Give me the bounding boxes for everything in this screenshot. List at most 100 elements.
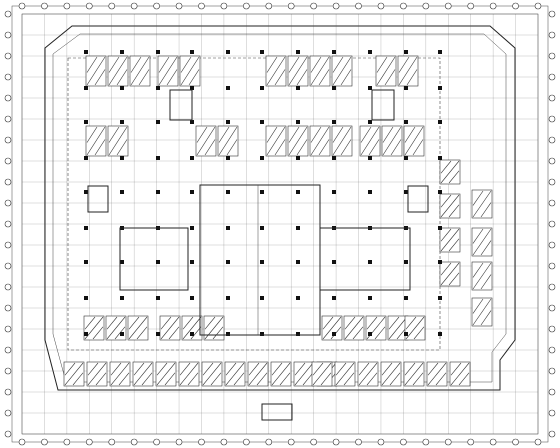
axis-marker-bottom	[63, 438, 71, 446]
parking-bay-hatch	[376, 56, 388, 73]
column	[438, 190, 442, 194]
column	[438, 120, 442, 124]
parking-bay-hatch	[366, 316, 378, 330]
axis-marker-left	[4, 325, 12, 333]
axis-marker-right	[548, 220, 556, 228]
column	[296, 86, 300, 90]
parking-bay-hatch	[160, 316, 180, 340]
parking-bay-hatch	[358, 362, 370, 376]
column	[84, 332, 88, 336]
column	[368, 190, 372, 194]
axis-marker-top	[175, 2, 183, 10]
axis-marker-left	[4, 241, 12, 249]
column	[226, 226, 230, 230]
parking-bay-hatch	[95, 372, 107, 386]
parking-bay-hatch	[472, 298, 492, 326]
parking-bay-hatch	[312, 362, 324, 376]
column	[404, 50, 408, 54]
parking-bay-hatch	[312, 362, 332, 386]
axis-marker-right	[548, 52, 556, 60]
axis-marker-right	[548, 283, 556, 291]
axis-marker-bottom	[355, 438, 362, 446]
axis-marker-left	[4, 115, 12, 123]
parking-bay-hatch	[440, 160, 452, 174]
column	[190, 120, 194, 124]
column	[296, 190, 300, 194]
parking-bay-hatch	[266, 126, 286, 156]
axis-marker-top	[243, 2, 250, 10]
parking-bay-hatch	[92, 326, 104, 340]
column	[368, 86, 372, 90]
parking-bay-hatch	[310, 56, 322, 73]
parking-bay-hatch	[296, 69, 308, 86]
parking-bay-hatch	[271, 362, 291, 386]
column	[404, 120, 408, 124]
column	[84, 120, 88, 124]
core-left	[119, 227, 189, 291]
parking-bay-hatch	[158, 56, 178, 86]
column	[84, 260, 88, 264]
column	[438, 260, 442, 264]
axis-marker-left	[4, 409, 12, 417]
axis-marker-left	[4, 52, 12, 60]
column	[260, 190, 264, 194]
parking-bay-hatch	[390, 139, 402, 156]
axis-marker-bottom	[243, 438, 250, 446]
column	[404, 332, 408, 336]
column	[156, 86, 160, 90]
parking-bay-hatch	[210, 372, 222, 386]
column	[368, 332, 372, 336]
parking-bay-hatch	[340, 69, 352, 86]
axis-marker-top	[198, 2, 205, 10]
axis-marker-left	[4, 73, 12, 81]
parking-bay-hatch	[472, 228, 484, 244]
column	[120, 156, 124, 160]
parking-bay-hatch	[406, 69, 418, 86]
parking-bay-hatch	[480, 310, 492, 326]
axis-marker-bottom	[265, 438, 273, 446]
parking-bay-hatch	[472, 228, 492, 256]
parking-bay-hatch	[310, 126, 322, 143]
axis-marker-left	[4, 367, 12, 375]
parking-bay-hatch	[164, 372, 176, 386]
parking-bay-hatch	[266, 56, 278, 73]
column	[332, 120, 336, 124]
column	[296, 156, 300, 160]
axis-marker-bottom	[198, 438, 205, 446]
parking-bay-hatch	[86, 56, 98, 73]
column	[226, 190, 230, 194]
parking-bay-hatch	[332, 126, 352, 156]
axis-marker-bottom	[86, 438, 93, 446]
parking-bay-hatch	[108, 56, 120, 73]
axis-marker-top	[444, 2, 452, 10]
column	[260, 332, 264, 336]
parking-bay-hatch	[335, 362, 355, 386]
parking-bay-hatch	[158, 56, 170, 73]
stair-bottom	[261, 403, 293, 421]
column	[226, 120, 230, 124]
parking-bay-hatch	[187, 372, 199, 386]
parking-bay-hatch	[288, 126, 308, 156]
parking-bay-hatch	[86, 126, 106, 156]
column	[404, 190, 408, 194]
parking-bay-hatch	[440, 262, 460, 286]
column	[296, 332, 300, 336]
parking-bay-hatch	[226, 139, 238, 156]
axis-marker-left	[4, 262, 12, 270]
structural-columns	[84, 50, 442, 336]
column	[84, 86, 88, 90]
axis-marker-left	[4, 430, 12, 438]
column	[438, 332, 442, 336]
parking-bay-hatch	[72, 372, 84, 386]
parking-bay-hatch	[322, 316, 334, 330]
parking-bay-hatch	[288, 56, 300, 73]
axis-marker-top	[422, 2, 430, 10]
parking-bay-hatch	[288, 56, 308, 86]
parking-bay-hatch	[388, 316, 408, 340]
axis-marker-right	[548, 178, 556, 186]
parking-bays	[63, 55, 493, 387]
parking-bay-hatch	[160, 316, 172, 330]
column	[404, 296, 408, 300]
parking-bay-hatch	[156, 362, 176, 386]
parking-bay-hatch	[398, 56, 410, 73]
